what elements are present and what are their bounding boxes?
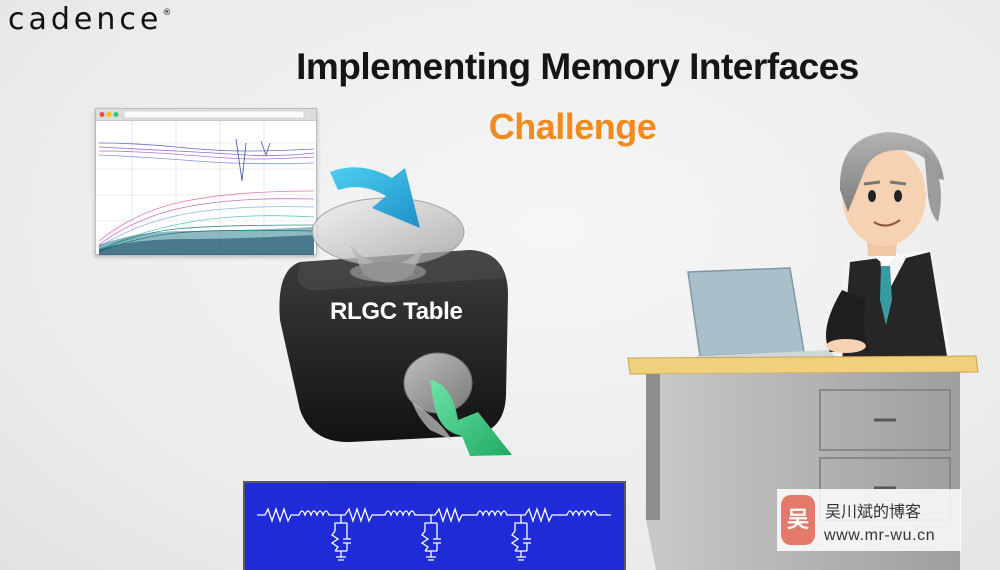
character-tie (880, 266, 892, 325)
blog-watermark: 吴 吴川斌的博客 www.mr-wu.cn (777, 489, 961, 551)
laptop (687, 267, 805, 357)
rlgc-circuit-diagram (243, 481, 626, 570)
window-titlebar (96, 109, 316, 121)
blue-arrow-in (330, 167, 420, 228)
rlgc-table-label: RLGC Table (330, 298, 463, 325)
character-vest (842, 252, 948, 362)
waveform-plot-window (95, 108, 317, 255)
green-arrow-out (430, 380, 512, 456)
blog-logo-icon: 吴 (781, 495, 815, 545)
rlgc-ladder (257, 506, 611, 561)
character-hair (839, 132, 944, 212)
blog-name: 吴川斌的博客 (825, 502, 922, 521)
cadence-logo: cadence® (8, 2, 172, 37)
character-hand (826, 339, 866, 353)
blog-url: www.mr-wu.cn (824, 527, 936, 544)
slide-title: Implementing Memory Interfaces (296, 46, 859, 87)
desk-top (627, 355, 979, 375)
waveform-traces (96, 121, 316, 255)
slide-subtitle: Challenge (488, 106, 657, 147)
